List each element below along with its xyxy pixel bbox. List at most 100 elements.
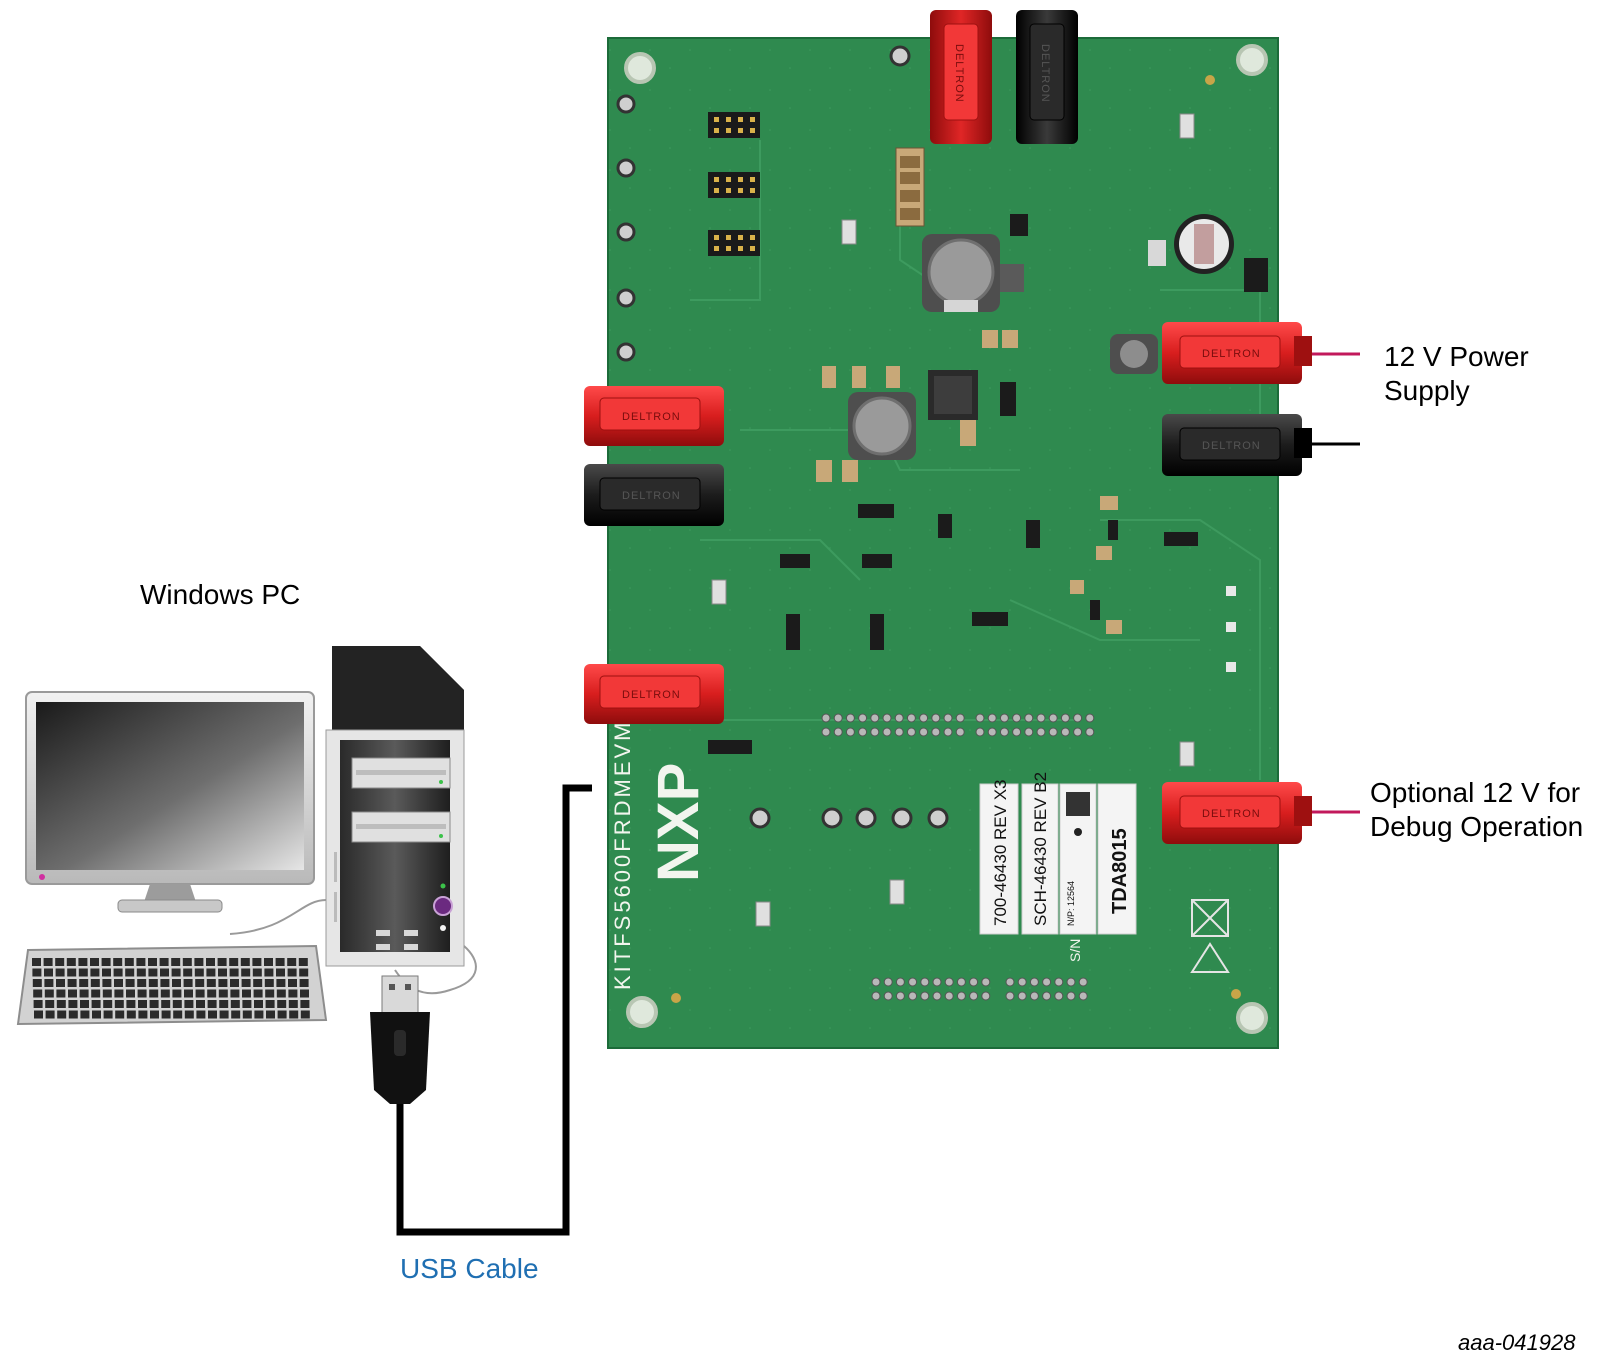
- header-pin: [932, 977, 942, 987]
- header-pin: [726, 235, 731, 240]
- keyboard-key: [148, 958, 157, 966]
- keyboard-key: [57, 1010, 67, 1019]
- keyboard-key: [124, 958, 134, 966]
- header-pin: [895, 977, 905, 987]
- keyboard-key: [44, 979, 54, 987]
- header-pin: [1060, 713, 1070, 723]
- keyboard-key: [275, 958, 285, 966]
- keyboard-key: [102, 989, 112, 998]
- keyboard-key: [208, 1010, 217, 1019]
- keyboard-key: [253, 989, 263, 998]
- keyboard-key: [149, 989, 159, 998]
- header-pin: [1066, 977, 1076, 987]
- svg-text:DELTRON: DELTRON: [1202, 440, 1261, 452]
- usb-cable: [396, 784, 592, 1236]
- test-point: [616, 342, 636, 362]
- header-pin: [1029, 991, 1039, 1001]
- header-pin: [870, 727, 880, 737]
- keyboard-key: [230, 979, 239, 987]
- keyboard-key: [125, 968, 135, 977]
- header-pin: [1036, 713, 1046, 723]
- header-pin: [919, 727, 929, 737]
- keyboard-key: [171, 958, 181, 966]
- header-pin: [714, 128, 719, 133]
- header-pin: [932, 991, 942, 1001]
- keyboard-key: [241, 968, 251, 977]
- mounting-holes: [624, 44, 1268, 1034]
- smd-component: [1108, 520, 1118, 540]
- header-pin: [738, 128, 743, 133]
- keyboard-key: [90, 958, 99, 966]
- keyboard-key: [67, 979, 77, 987]
- header-pin: [738, 246, 743, 251]
- header-pin: [1073, 727, 1083, 737]
- header-pin: [975, 713, 985, 723]
- keyboard-key: [172, 1000, 182, 1008]
- header-pin: [714, 246, 719, 251]
- smd-component: [1106, 620, 1122, 634]
- label-sn: S/N: [1067, 939, 1083, 962]
- keyboard-key: [90, 968, 100, 977]
- keyboard-key: [277, 1010, 287, 1019]
- nxp-logo: NXP: [646, 763, 711, 882]
- keyboard-key: [195, 979, 205, 987]
- svg-text:DELTRON: DELTRON: [1039, 44, 1051, 103]
- electrolytic-capacitor-c2: [1174, 214, 1268, 292]
- keyboard-key: [136, 968, 146, 977]
- smd-component: [1148, 240, 1166, 266]
- keyboard-key: [276, 979, 286, 987]
- keyboard-key: [184, 1010, 194, 1019]
- header-pin: [833, 713, 843, 723]
- header-pin: [944, 991, 954, 1001]
- keyboard-key: [300, 1000, 310, 1008]
- keyboard-key: [194, 968, 204, 977]
- header-pin: [1005, 991, 1015, 1001]
- header-pin: [714, 177, 719, 182]
- smd-component: [1000, 264, 1024, 292]
- header-pin: [1066, 991, 1076, 1001]
- header-pin: [871, 991, 881, 1001]
- keyboard-key: [242, 1000, 252, 1008]
- keyboard-key: [299, 968, 309, 977]
- test-point: [616, 94, 636, 114]
- keyboard-key: [253, 979, 263, 987]
- small-components: [708, 214, 1236, 754]
- header-pin: [883, 991, 893, 1001]
- header-pin: [750, 117, 755, 122]
- keyboard-key: [240, 958, 250, 966]
- header-pin: [931, 713, 941, 723]
- header-pin: [821, 727, 831, 737]
- header-pin: [750, 188, 755, 193]
- keyboard-key: [161, 1010, 171, 1019]
- keyboard-key: [184, 989, 193, 998]
- power-inductor-l6: [848, 392, 916, 460]
- keyboard-key: [92, 1010, 101, 1019]
- smd-component: [862, 554, 892, 568]
- board-labels: 700-46430 REV X3 SCH-46430 REV B2 N/P: 1…: [979, 772, 1230, 973]
- keyboard-key: [55, 958, 65, 966]
- smd-component: [1096, 546, 1112, 560]
- keyboard-key: [229, 958, 239, 966]
- header-pin: [920, 991, 930, 1001]
- label-tda8015: TDA8015: [1109, 828, 1131, 914]
- keyboard-key: [43, 958, 53, 966]
- keyboard-key: [115, 1010, 125, 1019]
- svg-text:DELTRON: DELTRON: [1202, 808, 1261, 820]
- keyboard-key: [219, 1010, 229, 1019]
- keyboard-key: [56, 979, 65, 987]
- keyboard-key: [79, 979, 89, 987]
- keyboard-key: [78, 958, 88, 966]
- header-pin: [955, 713, 965, 723]
- keyboard-key: [125, 979, 135, 987]
- keyboard-key: [114, 979, 123, 987]
- keyboard-key: [241, 979, 251, 987]
- keyboard-key: [287, 958, 297, 966]
- keyboard-key: [254, 1010, 264, 1019]
- header-pin: [858, 727, 868, 737]
- keyboard-key: [32, 958, 41, 966]
- keyboard-key: [113, 968, 123, 977]
- keyboard-key: [91, 989, 101, 998]
- smd-component: [1002, 330, 1018, 348]
- keyboard-key: [114, 1000, 124, 1008]
- keyboard-key: [265, 1000, 275, 1008]
